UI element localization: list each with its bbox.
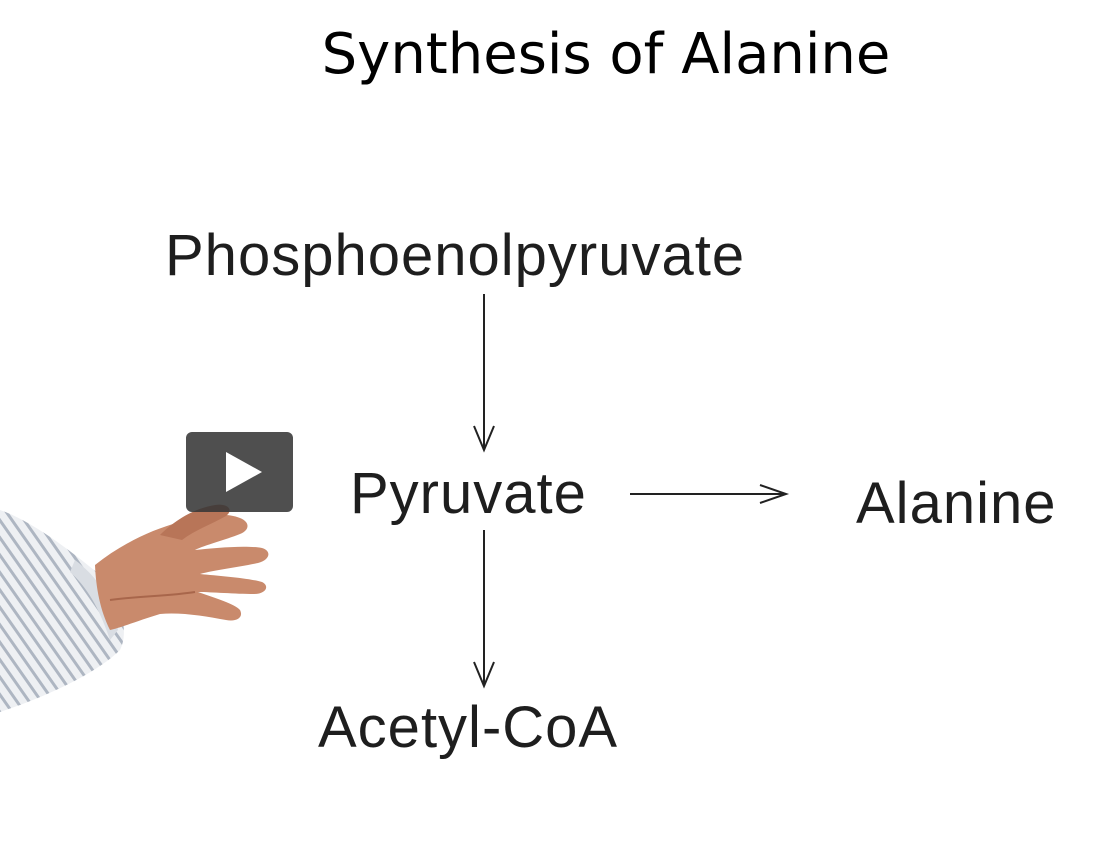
arrow-pep-to-pyruvate	[473, 294, 495, 453]
node-alanine: Alanine	[856, 471, 1057, 536]
play-icon	[225, 452, 262, 492]
node-phosphoenolpyruvate: Phosphoenolpyruvate	[165, 223, 746, 288]
node-acetyl-coa: Acetyl-CoA	[318, 695, 619, 760]
node-pyruvate: Pyruvate	[350, 461, 587, 526]
play-button[interactable]	[186, 432, 293, 512]
arrow-pyruvate-to-alanine	[630, 484, 790, 504]
arrow-pyruvate-to-acetyl-coa	[473, 530, 495, 689]
slide-title: Synthesis of Alanine	[321, 22, 891, 87]
